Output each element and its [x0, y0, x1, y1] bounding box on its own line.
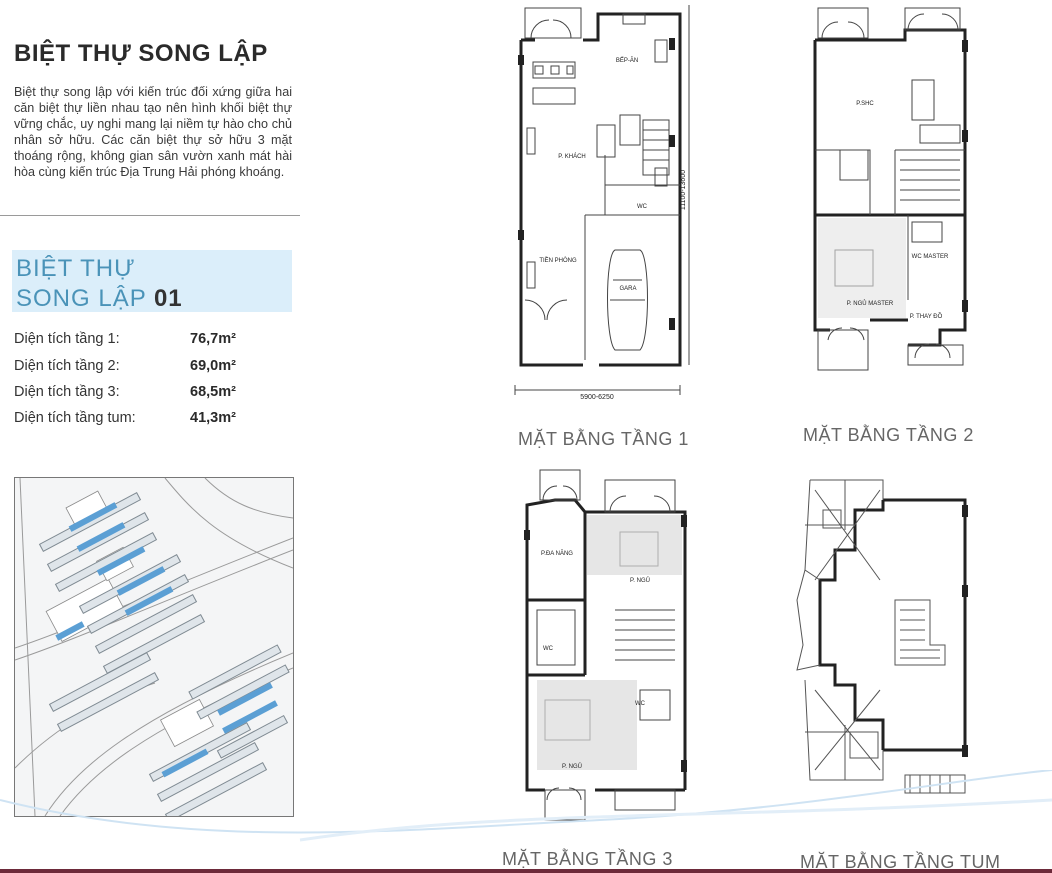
room-master-wc: WC MASTER: [912, 254, 949, 260]
decorative-wave: [0, 770, 1052, 842]
room-family: P.SHC: [856, 101, 874, 107]
room-wc: WC: [637, 204, 648, 210]
model-title-line1: BIỆT THỰ: [16, 255, 136, 282]
dimension-length: 11100-13600: [680, 170, 687, 210]
floor1-plan: BẾP-ĂN P. KHÁCH WC TIỀN PHÒNG GARA 5900-…: [514, 5, 690, 401]
section-divider: [0, 215, 300, 216]
room-kitchen: BẾP-ĂN: [616, 57, 638, 64]
area-label: Diện tích tầng 1:: [14, 331, 120, 347]
room-wc-1: WC: [543, 646, 554, 652]
room-dressing: P. THAY ĐỒ: [910, 313, 943, 320]
floor3-plan: P.ĐA NĂNG P. NGỦ WC WC P. NGỦ: [524, 469, 687, 821]
floor2-plan: P.SHC P. NGỦ MASTER WC MASTER P. THAY ĐỒ: [813, 7, 968, 371]
area-label: Diện tích tầng tum:: [14, 410, 136, 426]
model-title-line2: SONG LẬP 01: [16, 285, 183, 313]
model-number: 01: [153, 285, 183, 312]
area-value: 76,7m²: [190, 331, 236, 347]
room-wc-2: WC: [635, 701, 646, 707]
bottom-bar: [0, 869, 1052, 873]
room-bedroom-1: P. NGỦ: [630, 577, 650, 584]
area-value: 41,3m²: [190, 410, 236, 426]
area-row-floor-tum: Diện tích tầng tum: 41,3m²: [14, 410, 274, 430]
room-living: P. KHÁCH: [558, 153, 586, 160]
area-row-floor2: Diện tích tầng 2: 69,0m²: [14, 358, 274, 378]
model-title-prefix: SONG LẬP: [16, 285, 154, 312]
area-value: 68,5m²: [190, 384, 236, 400]
site-map: [14, 477, 294, 817]
room-bedroom-2: P. NGỦ: [562, 763, 582, 770]
description-text: Biệt thự song lập với kiến trúc đối xứng…: [14, 85, 292, 180]
room-garage: GARA: [619, 286, 636, 292]
area-row-floor3: Diện tích tầng 3: 68,5m²: [14, 384, 274, 404]
area-label: Diện tích tầng 3:: [14, 384, 120, 400]
dimension-width: 5900-6250: [580, 394, 614, 401]
floor1-caption: MẶT BẰNG TẦNG 1: [518, 429, 689, 449]
room-multipurpose: P.ĐA NĂNG: [541, 550, 573, 557]
page-title: BIỆT THỰ SONG LẬP: [14, 40, 268, 67]
area-label: Diện tích tầng 2:: [14, 358, 120, 374]
model-title-background: [12, 250, 292, 312]
floor-tum-caption: MẶT BẰNG TẦNG TUM: [800, 852, 1001, 872]
area-value: 69,0m²: [190, 358, 236, 374]
room-master-bedroom: P. NGỦ MASTER: [847, 300, 894, 307]
room-entry: TIỀN PHÒNG: [539, 257, 577, 264]
site-map-drawing: [15, 478, 293, 816]
floor2-caption: MẶT BẰNG TẦNG 2: [803, 425, 974, 445]
floor-tum-plan: [796, 479, 968, 794]
floor3-caption: MẶT BẰNG TẦNG 3: [502, 849, 673, 869]
area-row-floor1: Diện tích tầng 1: 76,7m²: [14, 331, 274, 351]
